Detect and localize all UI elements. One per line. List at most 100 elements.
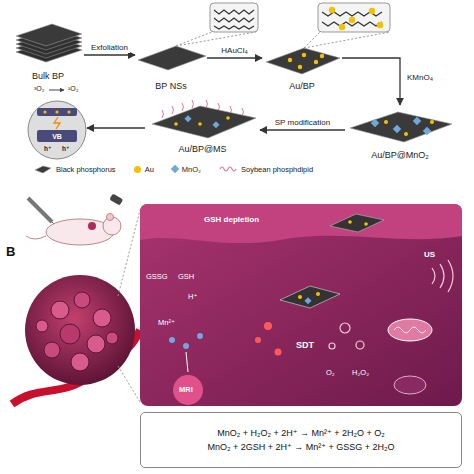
au-bp-sheet-part (298, 65, 302, 69)
au-bp-sheet-part (266, 48, 340, 74)
tumor-cell-panel-part (364, 222, 368, 226)
tumor-cell-panel-part (330, 214, 384, 232)
legend: Black phosphorus Au MnO₂ Soybean phosphdipi… (34, 164, 331, 174)
sheet-icon (35, 166, 51, 173)
tumor-cell-panel-part (264, 322, 272, 330)
tumor-part (44, 342, 60, 358)
bp-nanosheet-part (138, 46, 206, 70)
tumor-part (118, 366, 140, 402)
tumor-part (106, 332, 118, 344)
annotation-label: GSH depletion (204, 215, 259, 225)
au-bp-mno2-sheet-part (430, 120, 434, 124)
tumor-part (60, 324, 80, 344)
annotation-label: H⁺ (188, 292, 197, 301)
au-bp-ms-sheet-part (174, 122, 178, 126)
au-bp-mno2-sheet-part (350, 112, 452, 142)
bp-nanosheet-part (176, 32, 212, 46)
legend-item: Au (134, 165, 154, 174)
tumor-part (93, 309, 111, 327)
au-bp-mno2-sheet-part (384, 120, 388, 124)
process-arrow (87, 127, 145, 128)
tumor-part (71, 353, 89, 371)
oxygen-arrow-part (49, 90, 64, 91)
legend-item: MnO₂ (172, 165, 201, 174)
annotation-label: h⁺ (62, 145, 69, 153)
stage-node: Au/BP (262, 30, 342, 92)
oxygen-arrow (49, 90, 64, 91)
bulk-bp-layers-part (16, 24, 82, 46)
annotation-label: Mn²⁺ (158, 318, 175, 327)
tumor-cell-panel-part (140, 204, 462, 406)
tumor-part (25, 275, 135, 385)
annotation-label: h⁺ (44, 145, 51, 153)
bp-nanosheet-part (210, 3, 258, 32)
tumor-cell-panel-part (432, 260, 453, 292)
tumor-cell-panel-part (394, 376, 426, 394)
au-bp-sheet-part (322, 12, 382, 26)
tumor-part (51, 301, 69, 319)
tumor-cell-panel-part (394, 327, 426, 333)
stage-node: BP NSs (135, 30, 207, 92)
bp-nanosheet-part (176, 32, 256, 46)
au-bp-sheet-part (339, 24, 345, 30)
tumor-cell-panel-part (329, 343, 335, 349)
annotation-label: ¹O₂ (68, 85, 79, 93)
step-label: KMnO₄ (405, 72, 435, 83)
tumor-cell-panel-part (298, 295, 302, 299)
legend-diamond (171, 165, 179, 173)
legend-item: Black phosphorus (34, 164, 116, 174)
node-label: Au/BP@MS (178, 144, 226, 155)
mouse-model-part (107, 214, 114, 221)
au-bp-ms-sheet (152, 100, 256, 138)
tumor-cell-panel-part (356, 341, 364, 349)
tumor-cell-panel-part (140, 204, 462, 243)
au-bp-mno2-sheet-part (404, 132, 408, 136)
legend-sheet (34, 164, 52, 174)
catalyst-circle: VB (27, 100, 87, 160)
catalyst-outline (27, 100, 87, 160)
au-bp-sheet-part (377, 22, 383, 28)
equation-text: MnO₂ + 2GSH + 2H⁺ → Mn²⁺ + GSSG + 2H₂O (207, 440, 394, 454)
annotation-label: MRI (179, 385, 193, 394)
au-bp-sheet-part (369, 8, 375, 14)
tumor-cell-panel-part (173, 375, 203, 405)
au-bp-sheet-part (304, 32, 390, 48)
tumor-cell-panel-part (348, 220, 352, 224)
bp-nanosheet (138, 3, 258, 70)
tumor-part (118, 210, 140, 296)
legend-text: Soybean phosphdipid (241, 165, 313, 174)
au-bp-ms-sheet-part (226, 116, 230, 120)
electron-dot (67, 110, 70, 113)
process-arrow (342, 58, 400, 105)
au-bp-sheet-part (320, 54, 324, 58)
node-label: Au/BP@MnO₂ (371, 150, 429, 161)
au-bp-mno2-sheet (350, 112, 452, 142)
tumor-cell-panel-part (280, 286, 340, 308)
mouse-model-part (28, 198, 52, 222)
step-label: SP modification (273, 117, 332, 128)
tumor-cell-panel-part (316, 292, 320, 296)
annotation-label: SDT (296, 340, 314, 351)
conduction-band (37, 108, 77, 116)
tumor-cell-panel (140, 204, 462, 406)
node-label: Bulk BP (32, 71, 64, 82)
valence-band (37, 130, 77, 142)
equation-box: MnO₂ + H₂O₂ + 2H⁺ → Mn²⁺ + 2H₂O + O₂MnO₂… (140, 412, 462, 468)
panel-letter: B (6, 244, 15, 260)
legend-lipid (219, 164, 237, 174)
annotation-label: O₂ (326, 368, 335, 377)
annotation-label: GSSG (146, 272, 168, 281)
node-label: VB (52, 131, 62, 142)
tumor-part (36, 320, 48, 332)
step-label: HAuCl₄ (219, 45, 249, 56)
au-bp-sheet-part (288, 58, 292, 62)
au-bp-ms-sheet-part (184, 115, 191, 122)
electron-dot (43, 110, 46, 113)
tumor-cell-panel-part (255, 337, 261, 343)
tumor-cell-panel-part (340, 323, 350, 333)
process-arrow (207, 57, 262, 58)
bulk-bp-layers (16, 24, 82, 62)
mouse-model-part (109, 194, 123, 206)
electron-dot (55, 110, 58, 113)
